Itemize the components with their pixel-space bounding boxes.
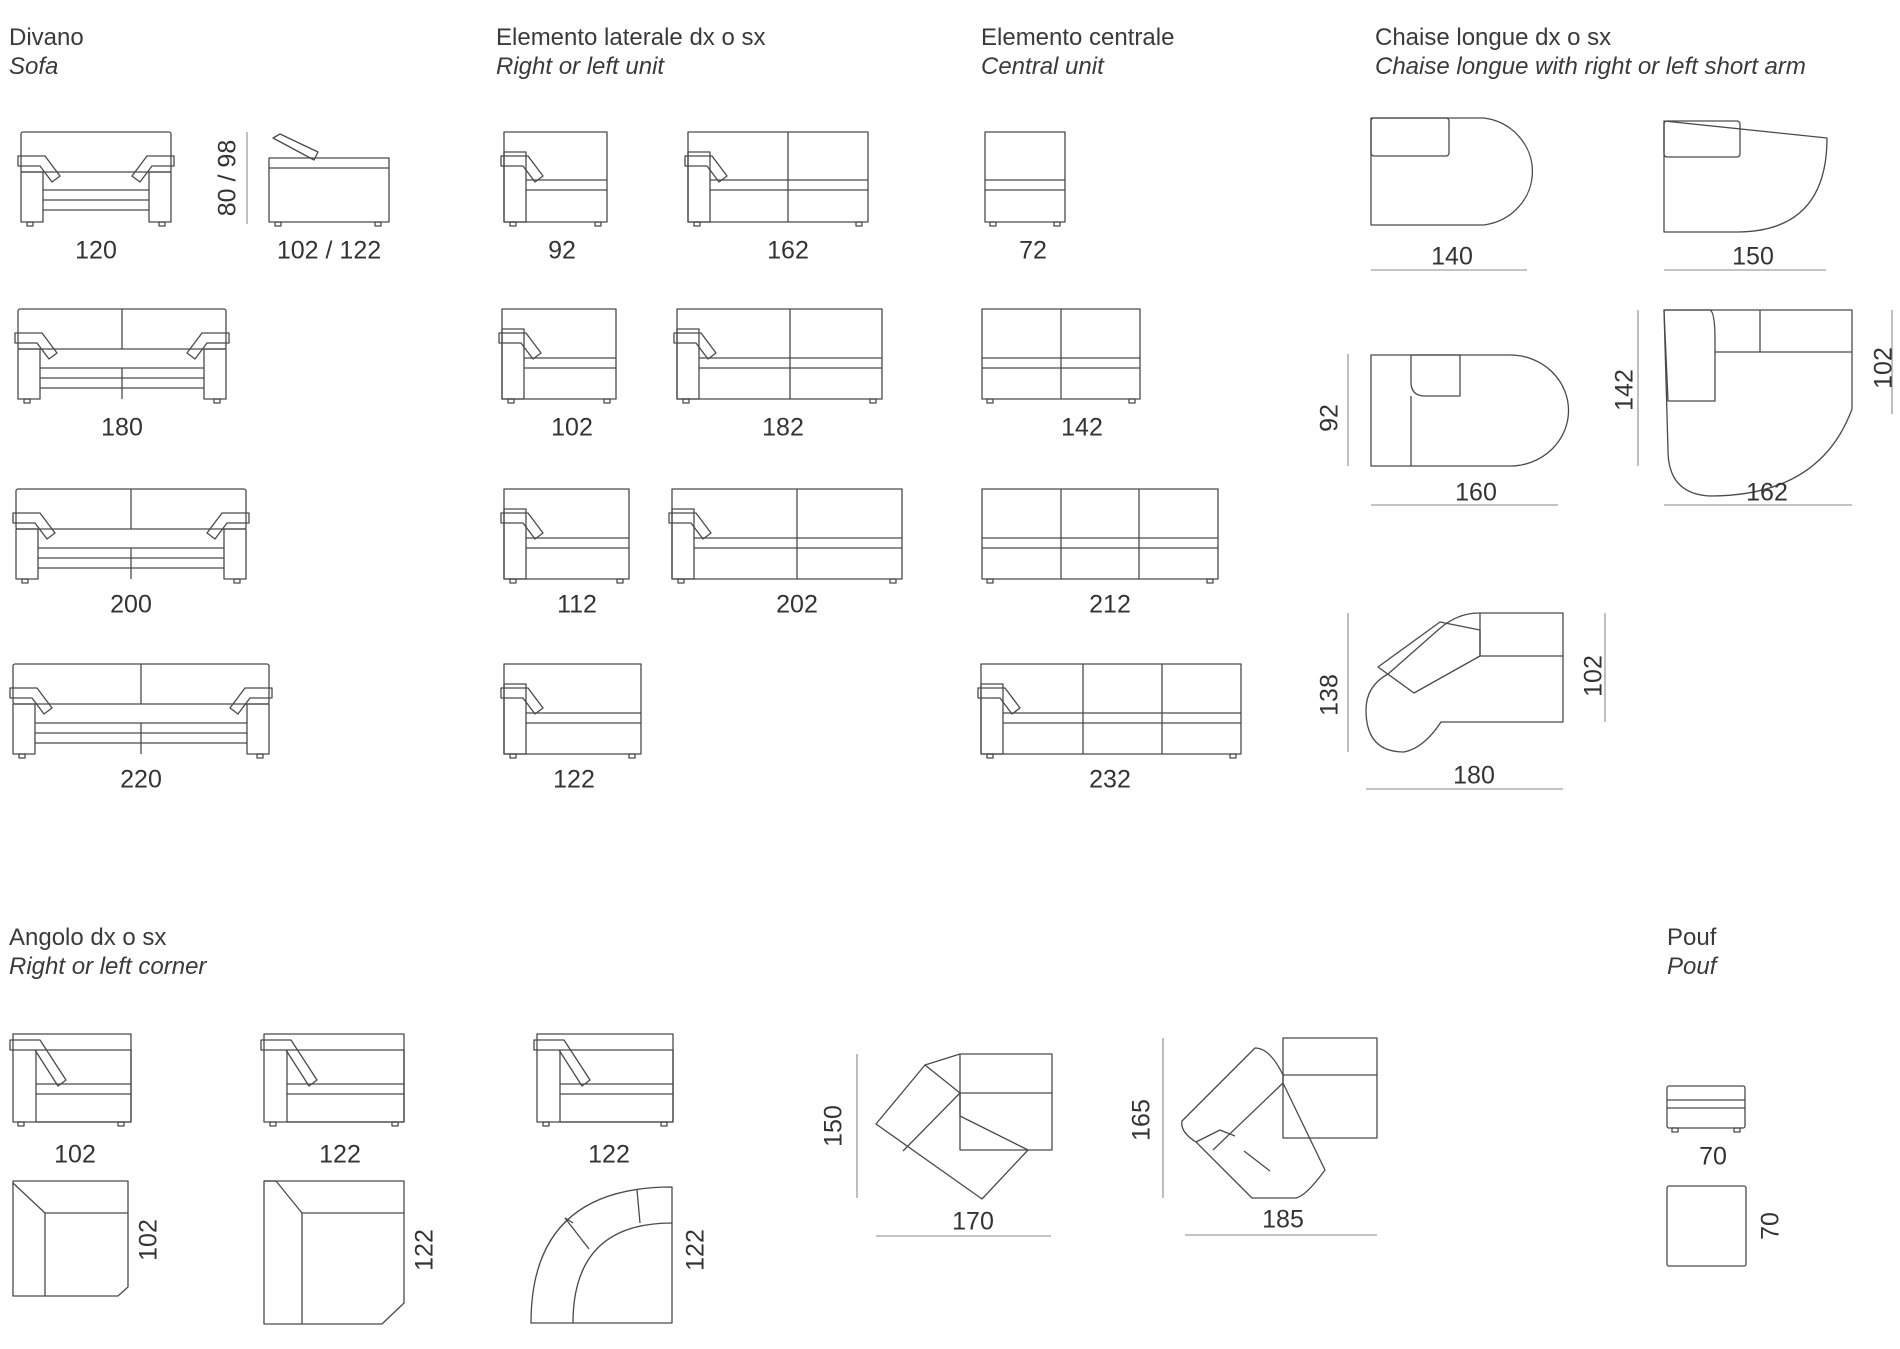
section-pouf-title: Pouf Pouf [1667,924,1717,980]
dim-chaise-92: 92 [1315,404,1344,432]
central-unit-142-drawing [981,308,1141,404]
dim-sofa-180: 180 [101,413,143,442]
dim-chaise-162: 162 [1746,478,1788,507]
dim-corner-185: 185 [1262,1205,1304,1234]
dim-central-72: 72 [1019,236,1047,265]
dim-side-202: 202 [776,590,818,619]
side-unit-202-drawing [668,488,903,584]
sofa-180-front-drawing [14,308,230,404]
dim-chaise-150: 150 [1732,242,1774,271]
dim-chaise-142: 142 [1610,369,1639,411]
sofa-side-view-drawing [246,132,390,227]
pouf-front-drawing [1666,1085,1746,1133]
side-unit-162-drawing [684,131,869,227]
chaise-162-plan-drawing [1637,309,1893,506]
section-corner-title: Angolo dx o sx Right or left corner [9,924,207,980]
dim-sofa-220: 220 [120,765,162,794]
dim-pouf-depth: 70 [1756,1212,1785,1240]
dim-sofa-120: 120 [75,236,117,265]
central-unit-72-drawing [984,131,1066,227]
side-unit-112-drawing [500,488,630,584]
section-central-unit-title: Elemento centrale Central unit [981,24,1175,80]
dim-central-142: 142 [1061,413,1103,442]
dim-sofa-height: 80 / 98 [213,139,242,217]
dim-sofa-side-depth: 102 / 122 [276,236,382,265]
dim-corner-plan-122a: 122 [410,1229,439,1271]
sofa-200-front-drawing [12,488,250,584]
dim-corner-plan-122b: 122 [681,1229,710,1271]
dim-side-112: 112 [557,590,597,619]
dim-side-122: 122 [553,765,595,794]
dim-corner-122a: 122 [319,1140,361,1169]
side-unit-92-drawing [500,131,608,227]
sofa-120-front-drawing [17,131,175,227]
section-side-unit-title: Elemento laterale dx o sx Right or left … [496,24,766,80]
dim-central-232: 232 [1089,765,1131,794]
chaise-150-plan-drawing [1663,120,1828,271]
chaise-180-plan-drawing [1347,612,1606,790]
corner-102-plan-drawing [12,1180,129,1297]
dim-corner-165: 165 [1127,1099,1156,1141]
side-unit-122-drawing [500,663,642,759]
dim-corner-150: 150 [819,1105,848,1147]
corner-122b-front-drawing [533,1033,674,1127]
central-unit-212-drawing [981,488,1219,584]
side-unit-182-drawing [673,308,883,404]
corner-102-front-drawing [9,1033,132,1127]
dim-central-212: 212 [1089,590,1131,619]
dim-side-162: 162 [767,236,809,265]
dim-corner-102: 102 [54,1140,96,1169]
dim-corner-plan-102: 102 [134,1219,163,1261]
dim-chaise-138: 138 [1315,674,1344,716]
dim-corner-170: 170 [952,1207,994,1236]
section-sofa-title: Divano Sofa [9,24,84,80]
corner-122b-plan-drawing [530,1186,673,1324]
dim-chaise-180: 180 [1453,761,1495,790]
dim-side-92: 92 [548,236,576,265]
chaise-140-plan-drawing [1370,117,1534,271]
dim-side-182: 182 [762,413,804,442]
dim-chaise-160: 160 [1455,478,1497,507]
dim-side-102: 102 [551,413,593,442]
central-unit-232-drawing [977,663,1242,759]
corner-150-plan-drawing [856,1053,1053,1237]
corner-165-plan-drawing [1162,1037,1378,1236]
side-unit-102-drawing [498,308,617,404]
corner-122a-plan-drawing [263,1180,405,1325]
dim-corner-122b: 122 [588,1140,630,1169]
chaise-160-plan-drawing [1347,354,1570,506]
dim-chaise-102b: 102 [1579,655,1608,697]
dim-sofa-200: 200 [110,590,152,619]
dim-chaise-102a: 102 [1869,347,1898,389]
pouf-plan-drawing [1666,1185,1747,1267]
corner-122a-front-drawing [260,1033,405,1127]
section-chaise-longue-title: Chaise longue dx o sx Chaise longue with… [1375,24,1806,80]
sofa-220-front-drawing [9,663,273,759]
dim-pouf-width: 70 [1699,1142,1727,1171]
dim-chaise-140: 140 [1431,242,1473,271]
